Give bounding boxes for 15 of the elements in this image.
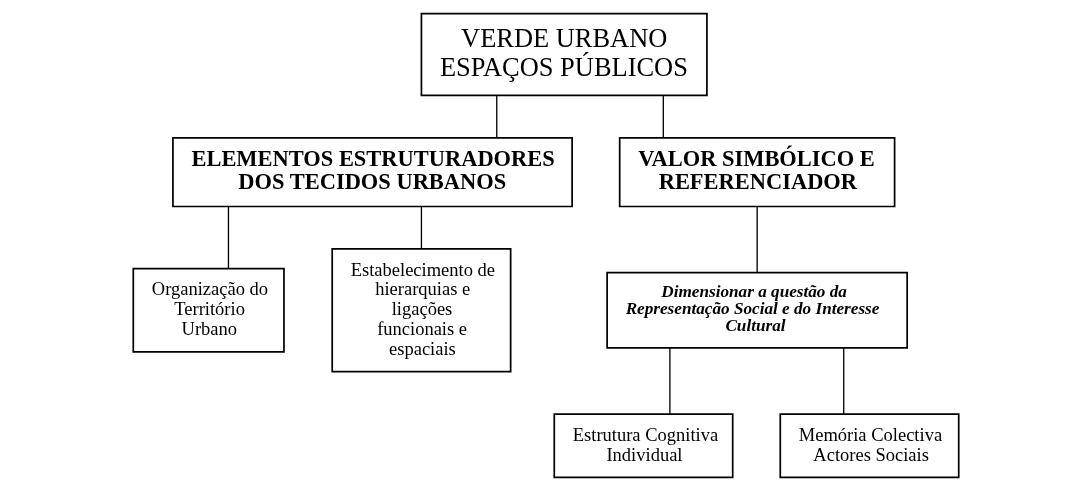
connector	[668, 347, 671, 415]
node-box: Estrutura Cognitiva Individual	[552, 413, 734, 479]
node-box: VALOR SIMBÓLICO E REFERENCIADOR	[618, 136, 895, 208]
node-box: VERDE URBANO ESPAÇOS PÚBLICOS	[420, 12, 708, 97]
connector	[842, 347, 844, 415]
connector	[227, 206, 229, 269]
connector	[420, 206, 422, 250]
connector	[662, 95, 664, 139]
node-box: Memória Colectiva Actores Sociais	[778, 413, 960, 479]
connector	[756, 206, 758, 273]
node-box: Organização do Território Urbano	[131, 267, 285, 353]
node-box: Estabelecimento de hierarquias e ligações funcionais e espaciais	[330, 247, 511, 373]
node-box: Dimensionar a questão da Representação Social e do Interesse Cultural	[605, 271, 908, 349]
connector	[495, 95, 497, 139]
node-box: ELEMENTOS ESTRUTURADORES DOS TECIDOS URBANOS	[171, 136, 573, 208]
